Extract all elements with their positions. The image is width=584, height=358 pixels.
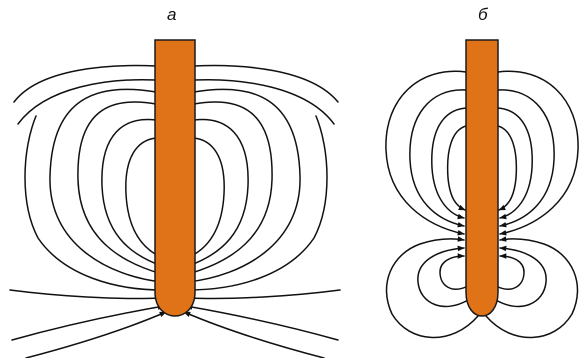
panel-a-label: а: [167, 5, 177, 24]
field-line: [101, 118, 163, 267]
field-line: [409, 89, 467, 228]
field-line: [187, 289, 341, 302]
field-line: [431, 107, 467, 220]
electrode-a: [154, 39, 196, 317]
field-line: [187, 118, 249, 267]
field-line: [495, 253, 525, 290]
field-line: [187, 88, 301, 285]
field-line: [11, 304, 165, 341]
field-line: [439, 253, 469, 290]
field-line: [49, 88, 163, 285]
field-line: [193, 78, 335, 125]
field-line: [485, 236, 579, 339]
field-line: [17, 78, 157, 125]
electrode-b: [465, 39, 499, 317]
field-line: [497, 125, 518, 211]
field-line: [13, 64, 157, 103]
field-line: [9, 289, 163, 302]
field-line: [385, 70, 467, 236]
field-line: [417, 245, 469, 308]
field-line: [497, 107, 533, 220]
field-line: [183, 311, 325, 358]
field-line: [446, 125, 467, 211]
panel-b-label: б: [478, 5, 488, 24]
field-line: [25, 311, 167, 358]
field-line: [385, 236, 479, 339]
field-line: [186, 137, 225, 259]
field-line: [187, 101, 273, 275]
field-line: [125, 137, 164, 259]
field-line: [77, 101, 163, 275]
panel-a-field-lines: [9, 64, 341, 358]
field-line: [497, 89, 555, 228]
panel-a: [9, 39, 341, 358]
field-line: [193, 64, 339, 103]
field-line: [497, 70, 579, 236]
field-line: [187, 115, 328, 293]
field-line: [185, 304, 339, 341]
field-line: [495, 245, 547, 308]
panel-b: [385, 39, 579, 339]
panel-b-field-lines: [385, 70, 579, 339]
field-line: [24, 115, 163, 293]
